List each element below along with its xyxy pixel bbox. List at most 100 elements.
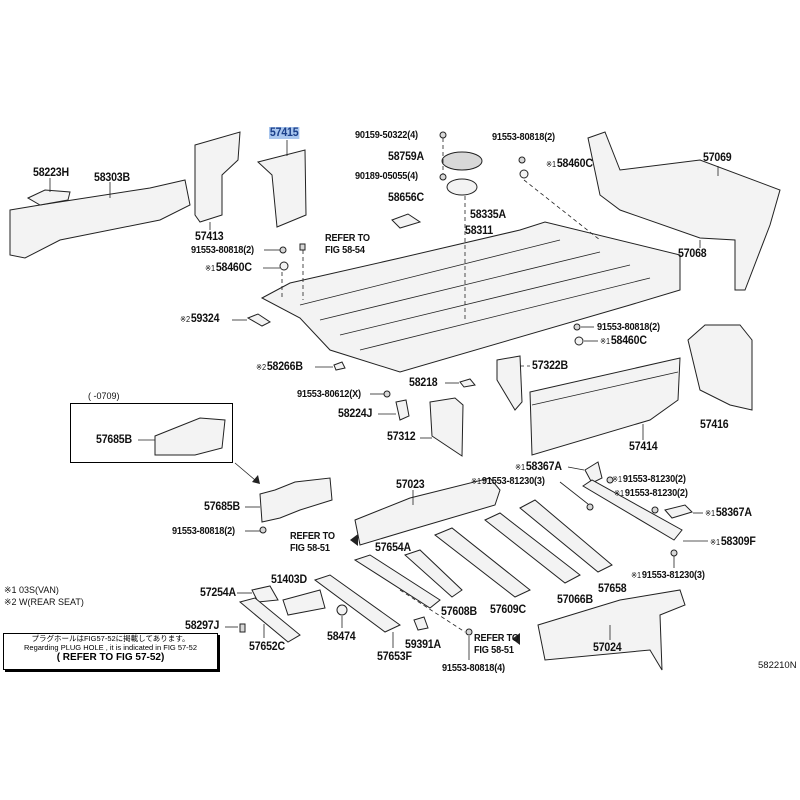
part-58218[interactable]	[459, 378, 476, 388]
part-57652c[interactable]	[238, 597, 301, 643]
part-label[interactable]: 57254A	[200, 587, 236, 599]
clip-fig-58-54[interactable]	[299, 243, 306, 251]
part-label[interactable]: 58223H	[33, 167, 69, 179]
part-57654a[interactable]	[353, 554, 441, 609]
part-label[interactable]: 57653F	[377, 651, 412, 663]
part-label[interactable]: ※158460C	[546, 158, 593, 171]
part-58335a[interactable]	[446, 178, 478, 196]
part-label[interactable]: 58297J	[185, 620, 220, 632]
part-label[interactable]: 91553-80612(X)	[297, 389, 361, 400]
part-57322b[interactable]	[496, 355, 523, 411]
part-label[interactable]: 57066B	[557, 594, 593, 606]
part-58656c[interactable]	[391, 213, 422, 229]
part-57066b[interactable]	[484, 512, 581, 584]
part-label[interactable]: 57322B	[532, 360, 568, 372]
part-label[interactable]: 57312	[387, 431, 416, 443]
bolt-91553-80818[interactable]	[259, 526, 267, 534]
part-label[interactable]: 57608B	[441, 606, 477, 618]
part-label[interactable]: 51403D	[271, 574, 307, 586]
bolt-91553-81230[interactable]	[606, 476, 614, 484]
part-label[interactable]: 57069	[703, 152, 732, 164]
bolt-90159-50322[interactable]	[439, 131, 447, 139]
part-label[interactable]: 58335A	[470, 209, 506, 221]
part-label[interactable]: 91553-80818(2)	[172, 526, 235, 537]
part-label[interactable]: 57658	[598, 583, 627, 595]
part-58266b[interactable]	[333, 361, 346, 371]
bolt-91553-80612[interactable]	[383, 390, 391, 398]
part-label[interactable]: ※191553-81230(3)	[631, 570, 705, 582]
part-58223h[interactable]	[26, 189, 71, 206]
part-57414[interactable]	[529, 357, 681, 456]
part-label[interactable]: 90159-50322(4)	[355, 130, 418, 141]
part-57658[interactable]	[519, 499, 613, 573]
bolt-91553-80818[interactable]	[573, 323, 581, 331]
part-label[interactable]: ※191553-81230(3)	[471, 476, 545, 488]
part-label[interactable]: 57654A	[375, 542, 411, 554]
part-label[interactable]: 59391A	[405, 639, 441, 651]
part-57685b-old[interactable]	[154, 417, 226, 456]
part-label[interactable]: ※258266B	[256, 361, 303, 374]
part-58309f[interactable]	[582, 479, 683, 541]
part-label[interactable]: 57609C	[490, 604, 526, 616]
part-57653f[interactable]	[313, 574, 401, 633]
part-label[interactable]: 57685B	[96, 434, 132, 446]
part-label[interactable]: 57023	[396, 479, 425, 491]
bolt-91553-81230[interactable]	[651, 506, 659, 514]
part-59391a[interactable]	[413, 616, 429, 631]
part-label[interactable]: ※191553-81230(2)	[614, 488, 688, 500]
part-57312[interactable]	[429, 397, 464, 457]
part-label[interactable]: 91553-80818(2)	[191, 245, 254, 256]
part-label[interactable]: 57414	[629, 441, 658, 453]
part-label[interactable]: ※158460C	[205, 262, 252, 275]
part-51403d[interactable]	[282, 589, 326, 616]
part-label[interactable]: ※259324	[180, 313, 220, 326]
part-57023[interactable]	[354, 477, 501, 546]
part-label[interactable]: 57413	[195, 231, 224, 243]
part-57254a[interactable]	[251, 585, 279, 603]
part-label[interactable]: 58218	[409, 377, 438, 389]
part-label[interactable]: 57652C	[249, 641, 285, 653]
part-57024[interactable]	[537, 589, 686, 671]
bolt-90189-05055[interactable]	[439, 173, 447, 181]
bolt-91553-80818[interactable]	[279, 246, 287, 254]
part-label[interactable]: ※158367A	[705, 507, 752, 520]
part-label[interactable]: 58224J	[338, 408, 373, 420]
part-58297j[interactable]	[239, 623, 246, 633]
part-58460c[interactable]	[519, 169, 529, 179]
bolt-91553-80818[interactable]	[518, 156, 526, 164]
part-58224j[interactable]	[395, 399, 410, 421]
part-59324[interactable]	[246, 313, 271, 327]
part-label[interactable]: 91553-80818(4)	[442, 663, 505, 674]
part-label[interactable]: 57024	[593, 642, 622, 654]
part-58474[interactable]	[336, 604, 348, 616]
part-58460c[interactable]	[279, 261, 289, 271]
part-label[interactable]: ※191553-81230(2)	[612, 474, 686, 486]
part-label[interactable]: 91553-80818(2)	[492, 132, 555, 143]
part-57416[interactable]	[687, 324, 753, 411]
part-57069[interactable]	[587, 131, 781, 291]
bolt-91553-81230[interactable]	[670, 549, 678, 557]
bolt-91553-80818[interactable]	[465, 628, 473, 636]
part-label-selected[interactable]: 57415	[269, 127, 300, 139]
part-label[interactable]: 58656C	[388, 192, 424, 204]
part-label[interactable]: 57685B	[204, 501, 240, 513]
notice-refer-link[interactable]: ( REFER TO FIG 57-52)	[56, 652, 165, 663]
part-57413[interactable]	[194, 131, 241, 223]
part-label[interactable]: ※158309F	[710, 536, 756, 549]
part-label[interactable]: 90189-05055(4)	[355, 171, 418, 182]
part-label[interactable]: 58759A	[388, 151, 424, 163]
part-58367a[interactable]	[584, 461, 603, 484]
part-57415[interactable]	[256, 149, 307, 228]
part-58311-floor-panel[interactable]	[260, 221, 681, 373]
part-label[interactable]: ※158460C	[600, 335, 647, 348]
part-label[interactable]: 91553-80818(2)	[597, 322, 660, 333]
bolt-91553-81230[interactable]	[586, 503, 594, 511]
part-58460c[interactable]	[574, 336, 584, 346]
part-label[interactable]: 57068	[678, 248, 707, 260]
part-label[interactable]: 58311	[465, 225, 493, 237]
part-label[interactable]: 58303B	[94, 172, 130, 184]
part-label[interactable]: 58474	[327, 631, 356, 643]
